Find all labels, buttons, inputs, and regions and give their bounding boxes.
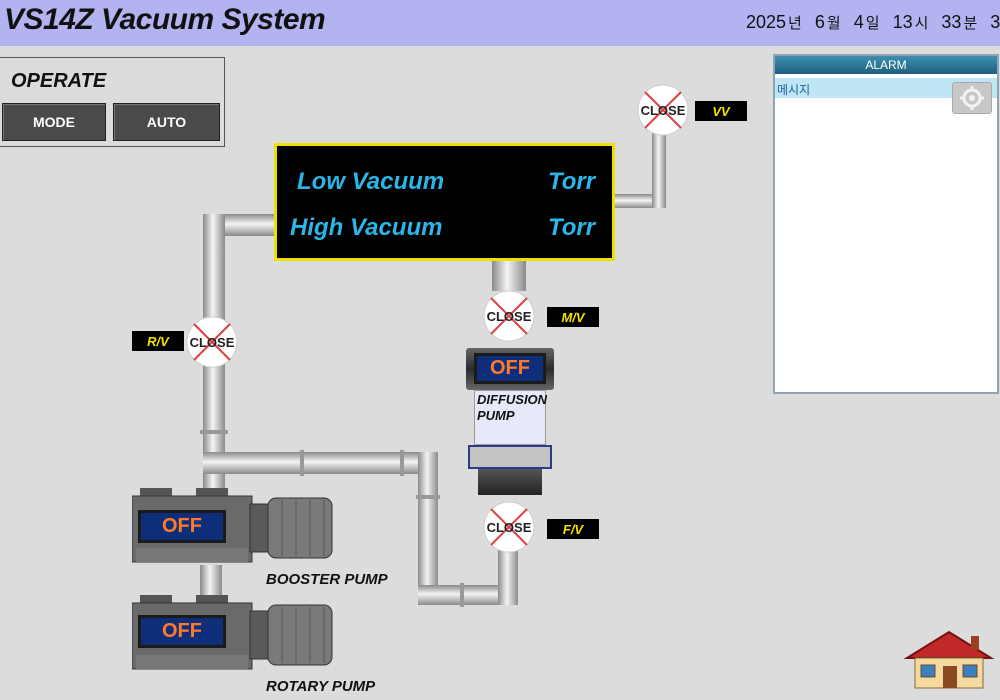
pipe-segment [498, 540, 518, 605]
foreline-valve[interactable]: CLOSE [483, 501, 535, 553]
valve-closed-icon [186, 316, 238, 368]
hour-value: 13 [892, 12, 913, 32]
alarm-title: ALARM [775, 56, 997, 74]
main-valve-tag: M/V [547, 307, 599, 327]
rotary-pump-label: ROTARY PUMP [266, 678, 376, 695]
booster-pump-status[interactable]: OFF [138, 510, 226, 543]
high-vacuum-label: High Vacuum [290, 214, 443, 241]
pipe-segment [492, 261, 526, 291]
diffusion-pump-label-line1: DIFFUSION [477, 392, 548, 407]
diffusion-pump-heater [478, 469, 542, 495]
pipe-segment [652, 132, 666, 208]
minute-value: 33 [941, 12, 962, 32]
vent-valve-state: CLOSE [640, 102, 686, 118]
app-title: VS14Z Vacuum System [4, 3, 326, 36]
month-value: 6 [814, 12, 825, 32]
booster-pump-label: BOOSTER PUMP [266, 571, 388, 588]
diffusion-pump-label: DIFFUSION PUMP [477, 392, 547, 424]
roughing-valve[interactable]: CLOSE [186, 316, 238, 368]
roughing-valve-state: CLOSE [189, 334, 235, 350]
rotary-pump-status[interactable]: OFF [138, 615, 226, 648]
diffusion-pump-body [474, 390, 546, 445]
day-value: 4 [853, 12, 864, 32]
foreline-valve-tag: F/V [547, 519, 599, 539]
pipe-segment [418, 585, 518, 605]
main-valve[interactable]: CLOSE [483, 290, 535, 342]
gear-icon [960, 86, 984, 110]
pipe-segment [418, 452, 438, 602]
low-vacuum-label: Low Vacuum [297, 168, 445, 195]
valve-closed-icon [483, 501, 535, 553]
foreline-valve-state: CLOSE [486, 519, 532, 535]
low-vacuum-unit: Torr [548, 168, 596, 195]
vacuum-display [274, 143, 615, 261]
alarm-settings-button[interactable] [952, 82, 992, 114]
roughing-valve-tag: R/V [132, 331, 184, 351]
main-valve-state: CLOSE [486, 308, 532, 324]
valve-closed-icon [483, 290, 535, 342]
home-button[interactable] [903, 630, 995, 690]
second-value: 30 [990, 12, 1000, 32]
mode-button[interactable]: MODE [2, 103, 106, 141]
diffusion-pump-base [468, 445, 552, 469]
diffusion-pump-status[interactable]: OFF [474, 353, 546, 384]
header-bar [0, 0, 1000, 46]
pipe-segment [614, 194, 664, 208]
booster-pump-graphic [132, 488, 333, 563]
high-vacuum-unit: Torr [548, 214, 596, 241]
pipe-segment [203, 214, 225, 534]
alarm-column-message: 메시지 [777, 83, 811, 97]
auto-button[interactable]: AUTO [113, 103, 220, 141]
year-value: 2025 [746, 12, 787, 32]
home-icon [903, 630, 995, 689]
pipe-segment [203, 452, 438, 474]
operate-panel [0, 57, 225, 147]
vent-valve[interactable]: CLOSE [637, 84, 689, 136]
diffusion-pump-label-line2: PUMP [477, 408, 515, 423]
minute-unit: 분 [963, 15, 978, 32]
year-unit: 년 [788, 15, 802, 32]
month-unit: 월 [826, 15, 841, 32]
day-unit: 일 [865, 15, 880, 32]
valve-closed-icon [637, 84, 689, 136]
alarm-column-header: 메시지 [775, 78, 997, 98]
vent-valve-tag: VV [695, 101, 747, 121]
operate-title: OPERATE [11, 70, 107, 92]
hour-unit: 시 [914, 15, 929, 32]
